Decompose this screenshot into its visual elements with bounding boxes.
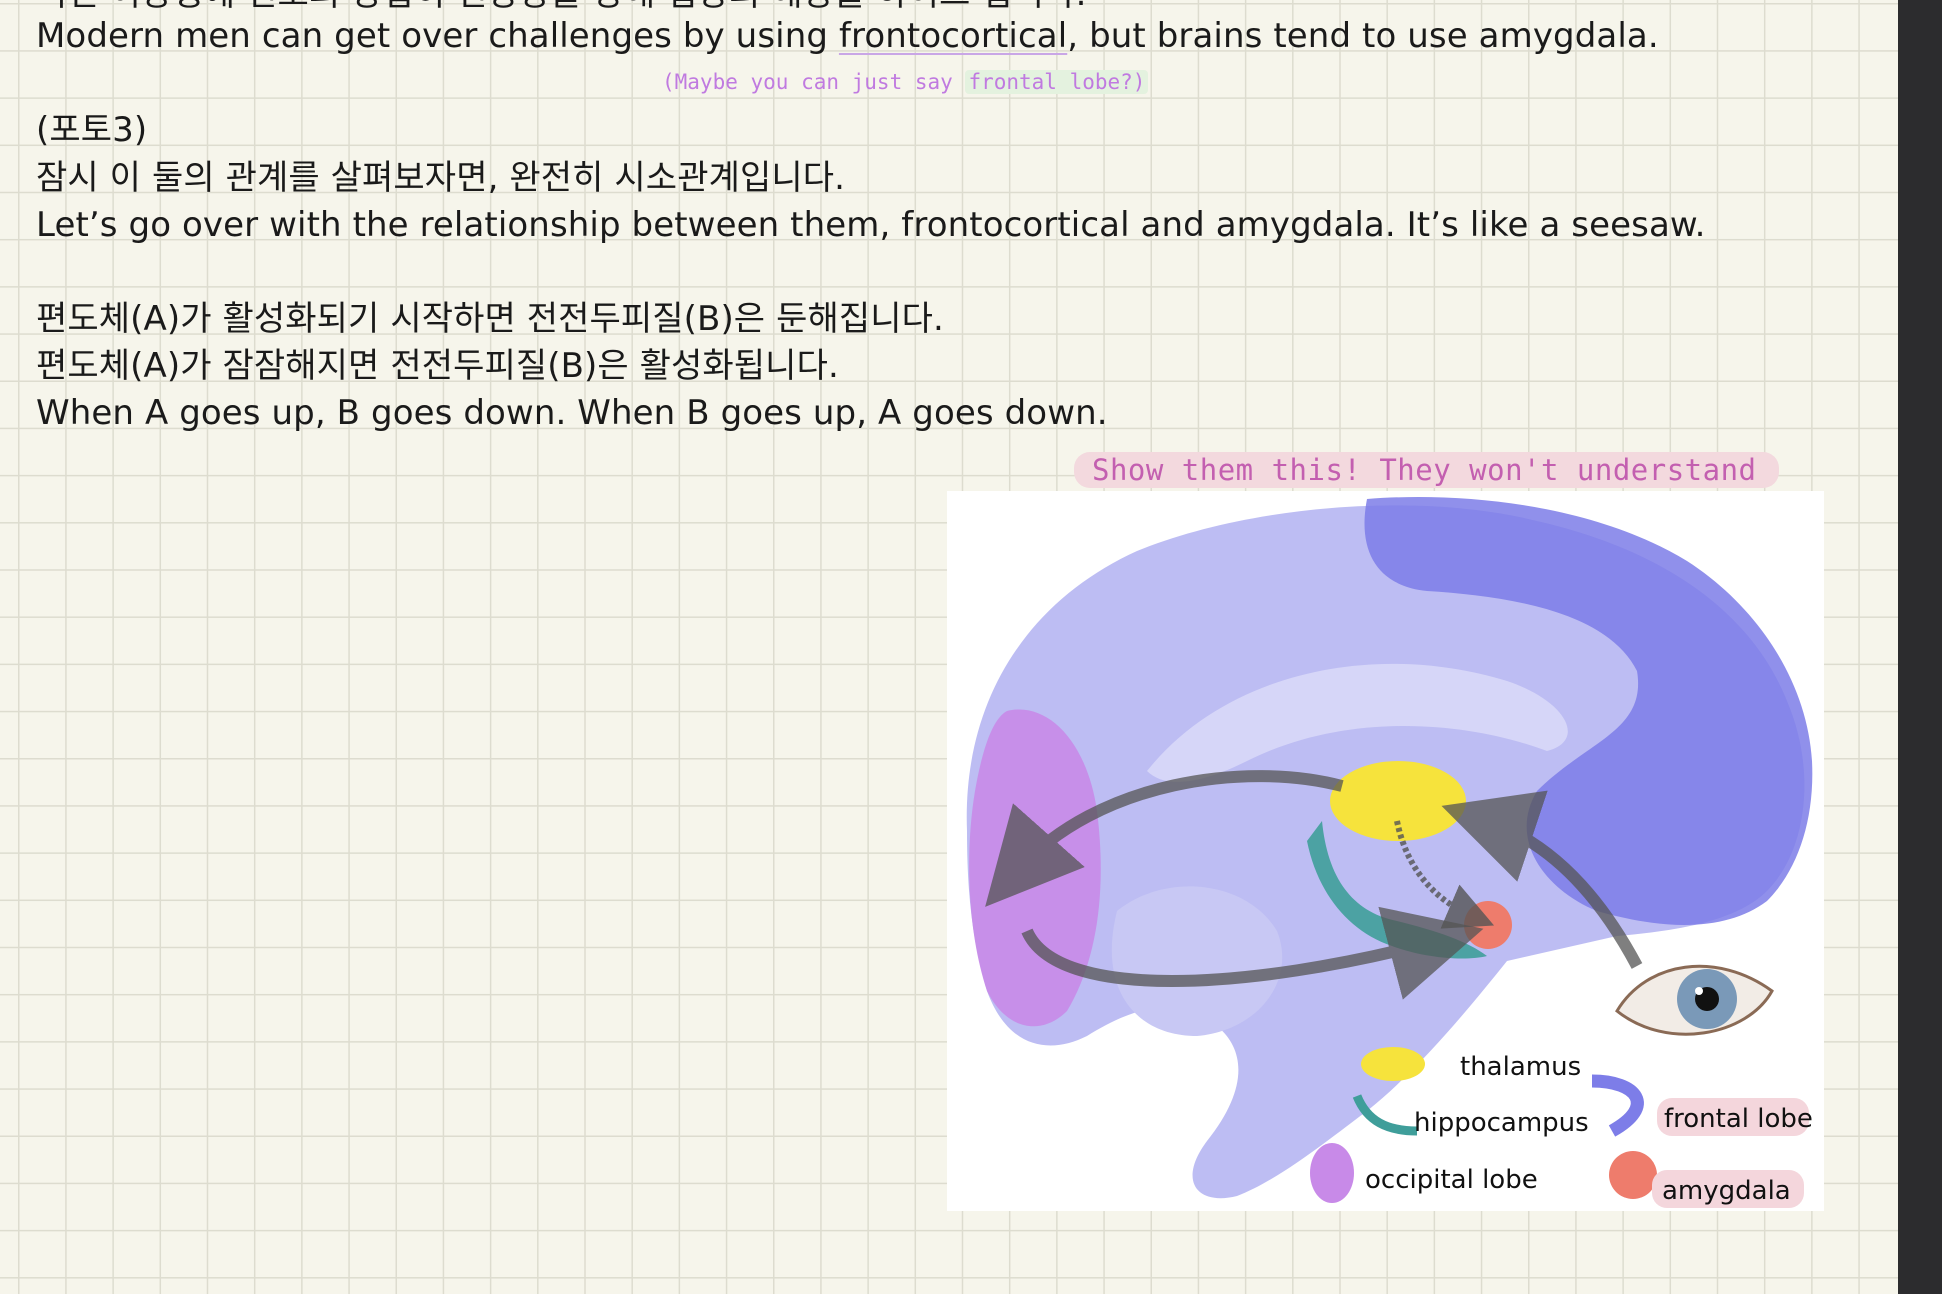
legend-amygdala-highlight (1652, 1170, 1804, 1208)
cerebellum (1111, 886, 1283, 1036)
scrollbar[interactable] (1898, 0, 1942, 1294)
brain-diagram-svg: thalamus hippocampus occipital lobe fron… (966, 496, 1813, 1208)
text-line-1-before: Modern men can get over challenges by us… (36, 16, 839, 56)
underlined-frontocortical: frontocortical (838, 16, 1068, 56)
legend-occipital-label: occipital lobe (1365, 1165, 1538, 1195)
text-line-a-b: When A goes up, B goes down. When B goes… (36, 393, 1108, 433)
handwritten-note-frontal-lobe: (Maybe you can just say frontal lobe?) (662, 70, 1149, 94)
corpus-callosum (1147, 663, 1568, 782)
legend-thalamus-swatch (1361, 1047, 1425, 1081)
legend-hippocampus-label: hippocampus (1414, 1108, 1589, 1138)
legend-frontal-swatch (1591, 1074, 1644, 1137)
legend-amygdala-swatch (1609, 1151, 1657, 1199)
legend-frontal-highlight (1657, 1098, 1809, 1136)
thalamus-region (1330, 761, 1466, 841)
eye-illustration (1615, 964, 1774, 1036)
arrow-thalamus-to-occipital (985, 770, 1344, 907)
arrow-eye-to-thalamus (1441, 790, 1643, 969)
brain-diagram-image: thalamus hippocampus occipital lobe fron… (947, 491, 1824, 1211)
text-line-korean-1: 잠시 이 둘의 관계를 살펴보자면, 완전히 시소관계입니다. (36, 158, 845, 198)
legend-frontal-label: frontal lobe (1664, 1104, 1813, 1134)
note-highlight: frontal lobe?) (965, 70, 1149, 94)
text-line-korean-2: 편도체(A)가 활성화되기 시작하면 전전두피질(B)은 둔해집니다. (36, 299, 944, 339)
note-text: (Maybe you can just say (662, 70, 966, 94)
handwritten-note-show-them: Show them this! They won't understand (1074, 452, 1779, 488)
text-line-korean-3: 편도체(A)가 잠잠해지면 전전두피질(B)은 활성화됩니다. (36, 346, 839, 386)
cut-off-korean-line: 미인 이상형에 현호의 양립히 현양상을 양해 입장의 해상을 하이그 입니다. (36, 0, 1086, 14)
text-line-seesaw: Let’s go over with the relationship betw… (36, 205, 1706, 245)
legend-hippocampus-swatch (1352, 1094, 1418, 1136)
arrow-thalamus-to-amygdala (1394, 820, 1495, 929)
text-line-1: Modern men can get over challenges by us… (36, 16, 1659, 56)
text-line-1-after: , but brains tend to use amygdala. (1067, 16, 1659, 56)
frontal-lobe-region (1364, 496, 1813, 925)
legend-thalamus-label: thalamus (1460, 1052, 1581, 1082)
brain-shape (966, 505, 1805, 1199)
legend-occipital-swatch (1310, 1143, 1354, 1203)
legend-amygdala-label: amygdala (1662, 1176, 1791, 1206)
amygdala-region (1464, 901, 1512, 949)
arrow-occipital-to-amygdala (1021, 906, 1484, 1000)
text-line-photo3: (포토3) (36, 110, 148, 150)
